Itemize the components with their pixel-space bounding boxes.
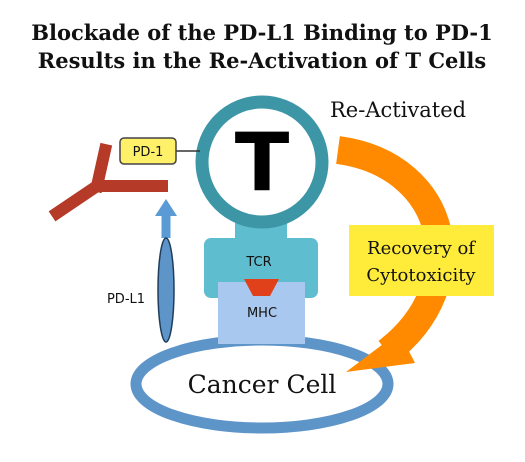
title-line-1: Blockade of the PD-L1 Binding to PD-1 (31, 20, 492, 45)
title-line-2: Results in the Re-Activation of T Cells (38, 48, 486, 73)
up-arrow-icon (155, 199, 177, 238)
tcr-mhc-binding (244, 279, 279, 296)
tcr-label: TCR (245, 255, 271, 270)
t-cell (195, 95, 329, 229)
mhc-label: MHC (247, 306, 277, 321)
recovery-box (349, 225, 494, 296)
cancer-cell-label: Cancer Cell (188, 370, 337, 399)
pdl1-molecule (157, 237, 175, 343)
pd1-box (119, 137, 177, 165)
recovery-line-1: Recovery of (367, 238, 476, 259)
re-activated-label: Re-Activated (330, 98, 466, 122)
pd1-label: PD-1 (133, 145, 164, 160)
recovery-line-2: Cytotoxicity (366, 265, 476, 286)
pdl1-label: PD-L1 (107, 292, 145, 307)
y-shaped-antibody-icon (48, 142, 168, 222)
t-cell-letter: T (235, 116, 290, 209)
